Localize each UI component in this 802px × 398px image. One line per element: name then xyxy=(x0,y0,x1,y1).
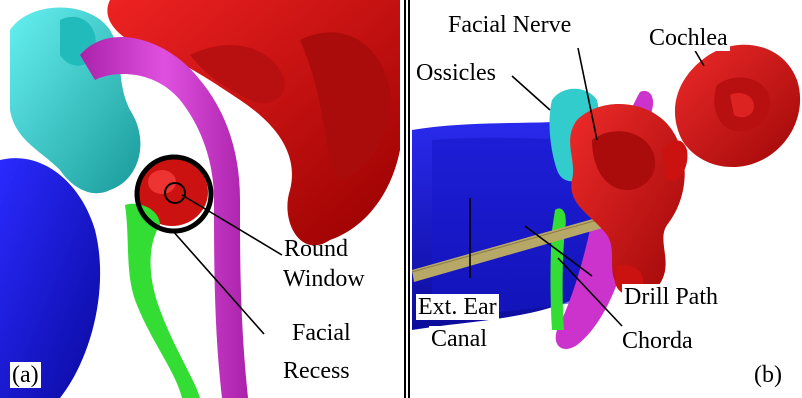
round-window-label-1: Round xyxy=(284,236,348,262)
drill-path-label: Drill Path xyxy=(622,284,720,310)
panel-b-label: (b) xyxy=(752,362,784,388)
panel-a: Round Window Facial Recess (a) xyxy=(0,0,400,398)
cochlea-label: Cochlea xyxy=(647,25,730,51)
panel-a-label: (a) xyxy=(10,362,41,388)
facial-recess-label-1: Facial xyxy=(290,320,353,346)
ossicles-label: Ossicles xyxy=(414,60,498,86)
ext-ear-canal-label-1: Ext. Ear xyxy=(416,294,499,320)
round-window-label-2: Window xyxy=(283,266,365,292)
chorda-label: Chorda xyxy=(620,328,695,354)
facial-recess-label-2: Recess xyxy=(281,358,352,384)
ext-ear-canal-label-2: Canal xyxy=(429,326,489,352)
facial-nerve-label: Facial Nerve xyxy=(446,12,573,38)
panel-b: Facial Nerve Cochlea Ossicles Drill Path… xyxy=(412,0,802,398)
panel-separator xyxy=(400,0,412,398)
